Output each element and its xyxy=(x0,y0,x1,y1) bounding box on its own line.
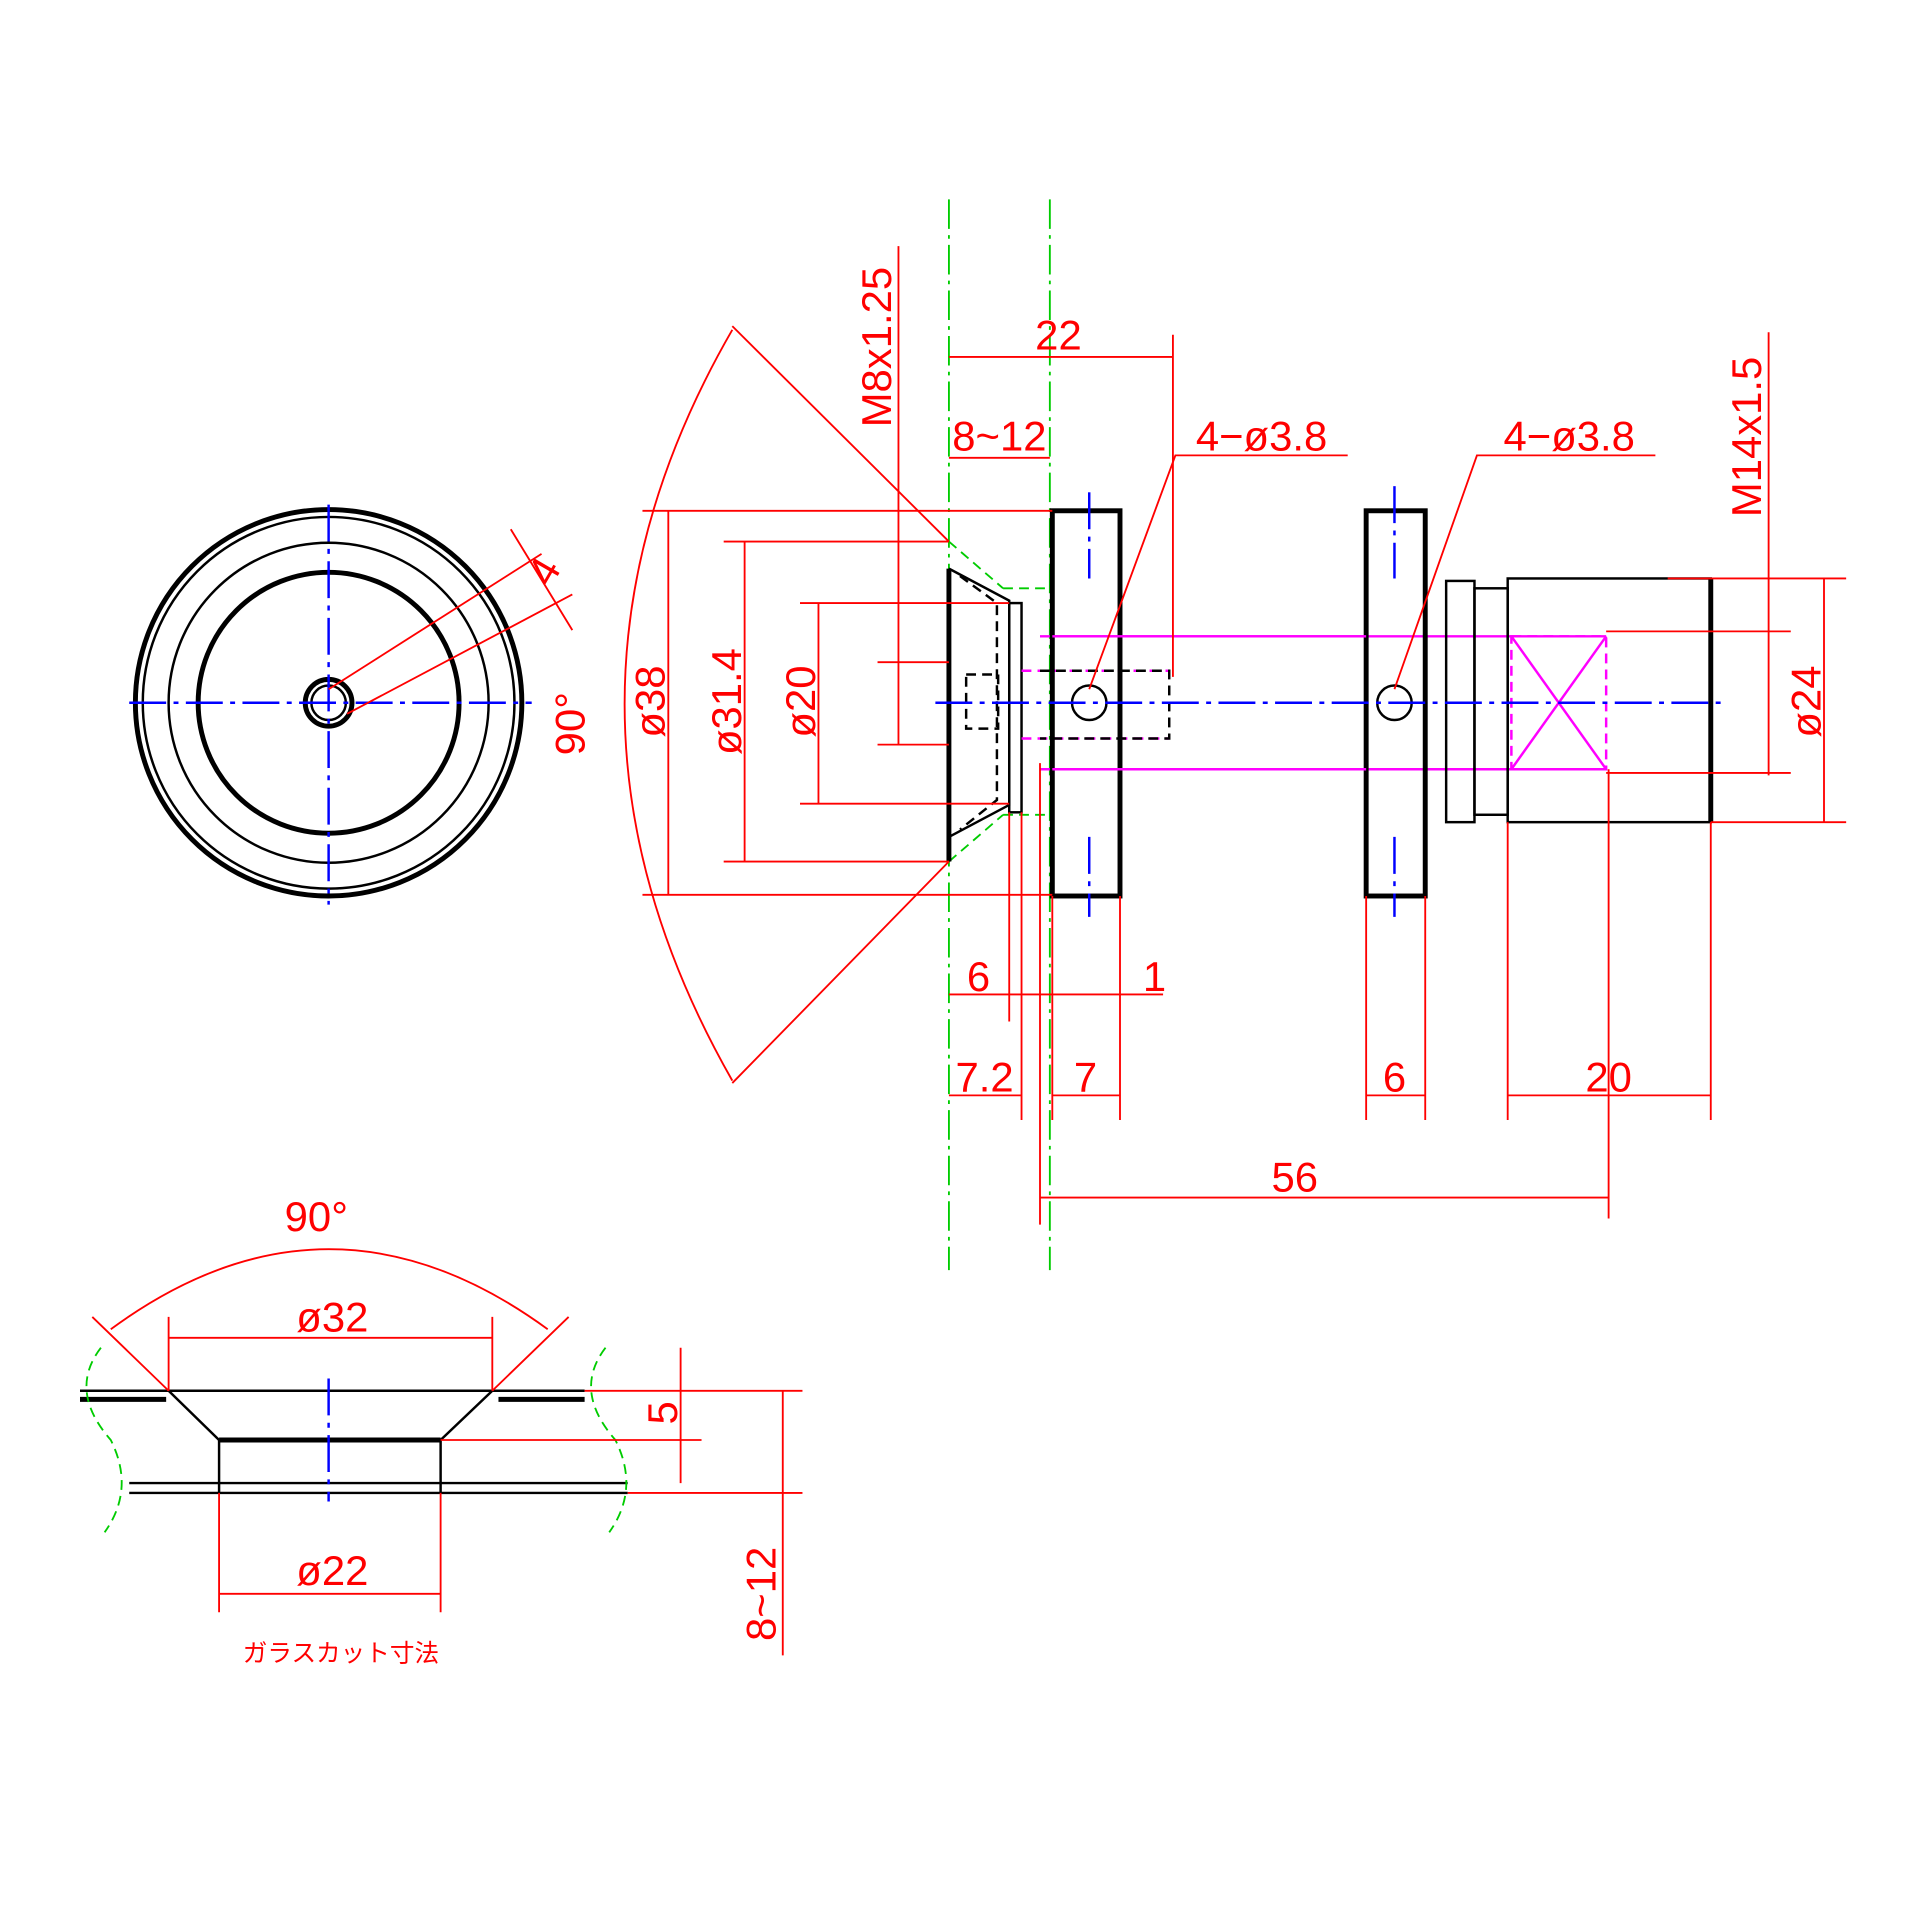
dimension-lines xyxy=(623,246,1847,1225)
dim-6b: 6 xyxy=(1383,1054,1406,1101)
chamfer-dim-line xyxy=(509,528,574,631)
chamfer-line-2 xyxy=(346,593,573,715)
glass-thickness: 8~12 xyxy=(737,1547,784,1641)
glass-dia-22: ø22 xyxy=(296,1547,368,1594)
dim-7: 7 xyxy=(1074,1054,1097,1101)
dim-6a: 6 xyxy=(967,953,990,1000)
front-view: 4 90° xyxy=(129,504,594,905)
chamfer-line-1 xyxy=(328,553,543,691)
glass-dia-32: ø32 xyxy=(296,1294,368,1341)
side-view: 22 8~12 4−ø3.8 4−ø3.8 M8x1.25 M14x1.5 ø3… xyxy=(623,199,1847,1271)
glass-cut-caption: ガラスカット寸法 xyxy=(243,1640,439,1668)
dim-22: 22 xyxy=(1035,312,1082,359)
dia-38: ø38 xyxy=(627,665,674,737)
glass-cut-top xyxy=(948,540,1004,590)
dim-20: 20 xyxy=(1585,1054,1632,1101)
hole-callout-2: 4−ø3.8 xyxy=(1504,412,1635,459)
chamfer-label: 4 xyxy=(518,549,570,593)
glass-angle: 90° xyxy=(285,1193,348,1240)
cap-washer xyxy=(1008,601,1023,814)
dia-31-4: ø31.4 xyxy=(703,648,750,755)
bolt-hidden xyxy=(1040,669,1171,740)
dim-7-2: 7.2 xyxy=(956,1054,1014,1101)
dia-24: ø24 xyxy=(1782,665,1829,737)
dim-56: 56 xyxy=(1272,1153,1319,1200)
thread-m8: M8x1.25 xyxy=(853,267,900,427)
dim-glass-thickness: 8~12 xyxy=(952,412,1046,459)
glass-depth-5: 5 xyxy=(639,1401,686,1424)
hole-callout-1: 4−ø3.8 xyxy=(1196,412,1327,459)
glass-cut-bottom xyxy=(948,814,1004,863)
glass-cut-detail: 90° ø32 ø22 5 8~12 ガラスカット寸法 xyxy=(80,1193,803,1668)
thread-m14: M14x1.5 xyxy=(1723,357,1770,517)
dim-1: 1 xyxy=(1143,953,1166,1000)
dia-20: ø20 xyxy=(777,665,824,737)
front-angle-label: 90° xyxy=(547,692,594,755)
